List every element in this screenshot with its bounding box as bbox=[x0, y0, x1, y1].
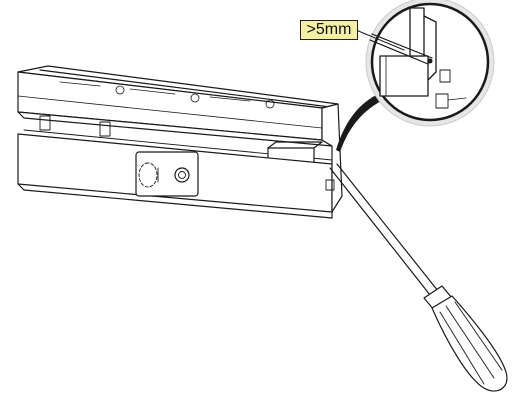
screwdriver bbox=[329, 163, 508, 392]
screwdriver-handle bbox=[431, 295, 508, 392]
dimension-label: >5mm bbox=[300, 20, 358, 40]
zoomed-clip-detail bbox=[369, 7, 467, 109]
label-leader-line bbox=[355, 29, 405, 51]
rotary-switch-icon bbox=[138, 162, 158, 188]
track-adapter bbox=[17, 65, 343, 219]
detail-magnifier bbox=[336, 0, 495, 152]
adapter-end-cap bbox=[321, 103, 343, 213]
knob-icon bbox=[174, 167, 190, 183]
switch-panel bbox=[135, 151, 199, 197]
